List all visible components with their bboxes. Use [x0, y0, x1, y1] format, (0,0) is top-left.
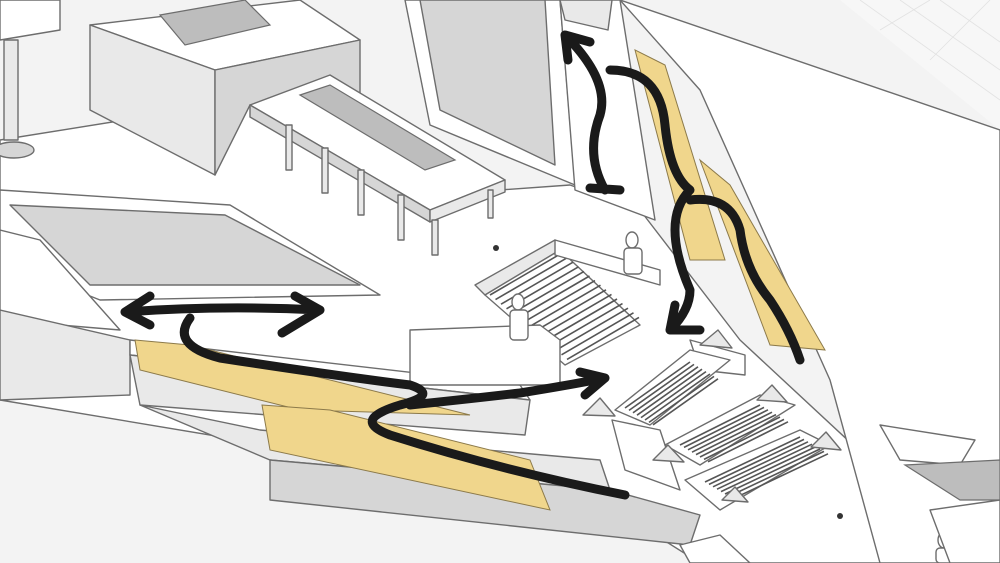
lower-stairs: [611, 339, 831, 511]
stair-tread: [489, 252, 563, 296]
stair-tread: [644, 373, 711, 421]
right-terrace: [619, 0, 1000, 563]
sunken-plaza: [0, 189, 381, 331]
stair-tread: [703, 418, 785, 461]
stair-tread: [679, 404, 761, 446]
stair-tread: [648, 375, 715, 424]
statues: [493, 231, 955, 563]
stair-tread: [566, 316, 640, 361]
stair-tread: [522, 279, 596, 324]
pyramid-finial-icon: [652, 444, 685, 463]
stair-tread: [544, 298, 618, 342]
circulation-arrow-icon: [120, 291, 325, 338]
stair-tread: [539, 293, 612, 338]
pyramid-finial-icon: [582, 397, 616, 417]
stair-tread: [704, 436, 801, 483]
roof-vent: [158, 0, 272, 46]
statue-icon: [509, 293, 529, 341]
stair-tread: [720, 445, 817, 493]
stair-tread: [517, 275, 590, 319]
central-building: [404, 0, 656, 221]
stair-tread: [699, 416, 781, 458]
pyramid-finial-icon: [721, 486, 749, 503]
circulation-arrow-icon: [605, 65, 705, 335]
circulation-arrow-icon: [685, 194, 805, 365]
stair-tread: [495, 256, 568, 301]
stair-tread: [728, 450, 825, 498]
stair-tread: [511, 270, 585, 315]
stair-tread: [708, 438, 805, 486]
stair-tread: [555, 307, 629, 351]
stair-tread: [561, 312, 634, 356]
canopy: [249, 74, 506, 256]
tower: [0, 0, 61, 159]
stair-tread: [724, 448, 821, 495]
stair-tread: [528, 284, 601, 328]
stair-tread: [732, 453, 829, 500]
ground-grid: [840, 0, 1000, 130]
pyramid-finial-icon: [756, 384, 788, 403]
stair-tread: [687, 409, 769, 451]
stair-tread: [691, 411, 773, 453]
stair-tread: [695, 413, 777, 456]
stair-tread: [712, 441, 809, 488]
block-building: [89, 0, 361, 176]
canopy-vent: [298, 84, 457, 171]
pyramid-finial-icon: [810, 431, 842, 451]
circulation-arrow-icon: [179, 313, 630, 500]
statue-icon: [623, 231, 643, 275]
right-stair: [679, 424, 1000, 563]
stair-tread: [652, 378, 719, 426]
stair-tread: [533, 289, 607, 333]
person-figure-icon: [493, 245, 499, 251]
stair-tread: [636, 368, 703, 416]
pyramid-finials: [582, 329, 842, 503]
stair-tread: [550, 302, 623, 347]
stair-tread: [632, 366, 699, 414]
stair-tread: [707, 421, 789, 463]
person-figure-icon: [837, 513, 843, 519]
pyramid-finial-icon: [699, 329, 733, 349]
circulation-arrows: [120, 30, 805, 500]
ramp-left-lower: [261, 404, 551, 511]
stair-tread: [628, 363, 695, 412]
stair-tread: [683, 406, 765, 449]
circulation-arrow-icon: [560, 30, 625, 195]
stair-tread: [640, 370, 707, 419]
stair-tread: [624, 361, 691, 409]
stair-tread: [716, 443, 813, 490]
circulation-arrow-icon: [405, 367, 610, 410]
